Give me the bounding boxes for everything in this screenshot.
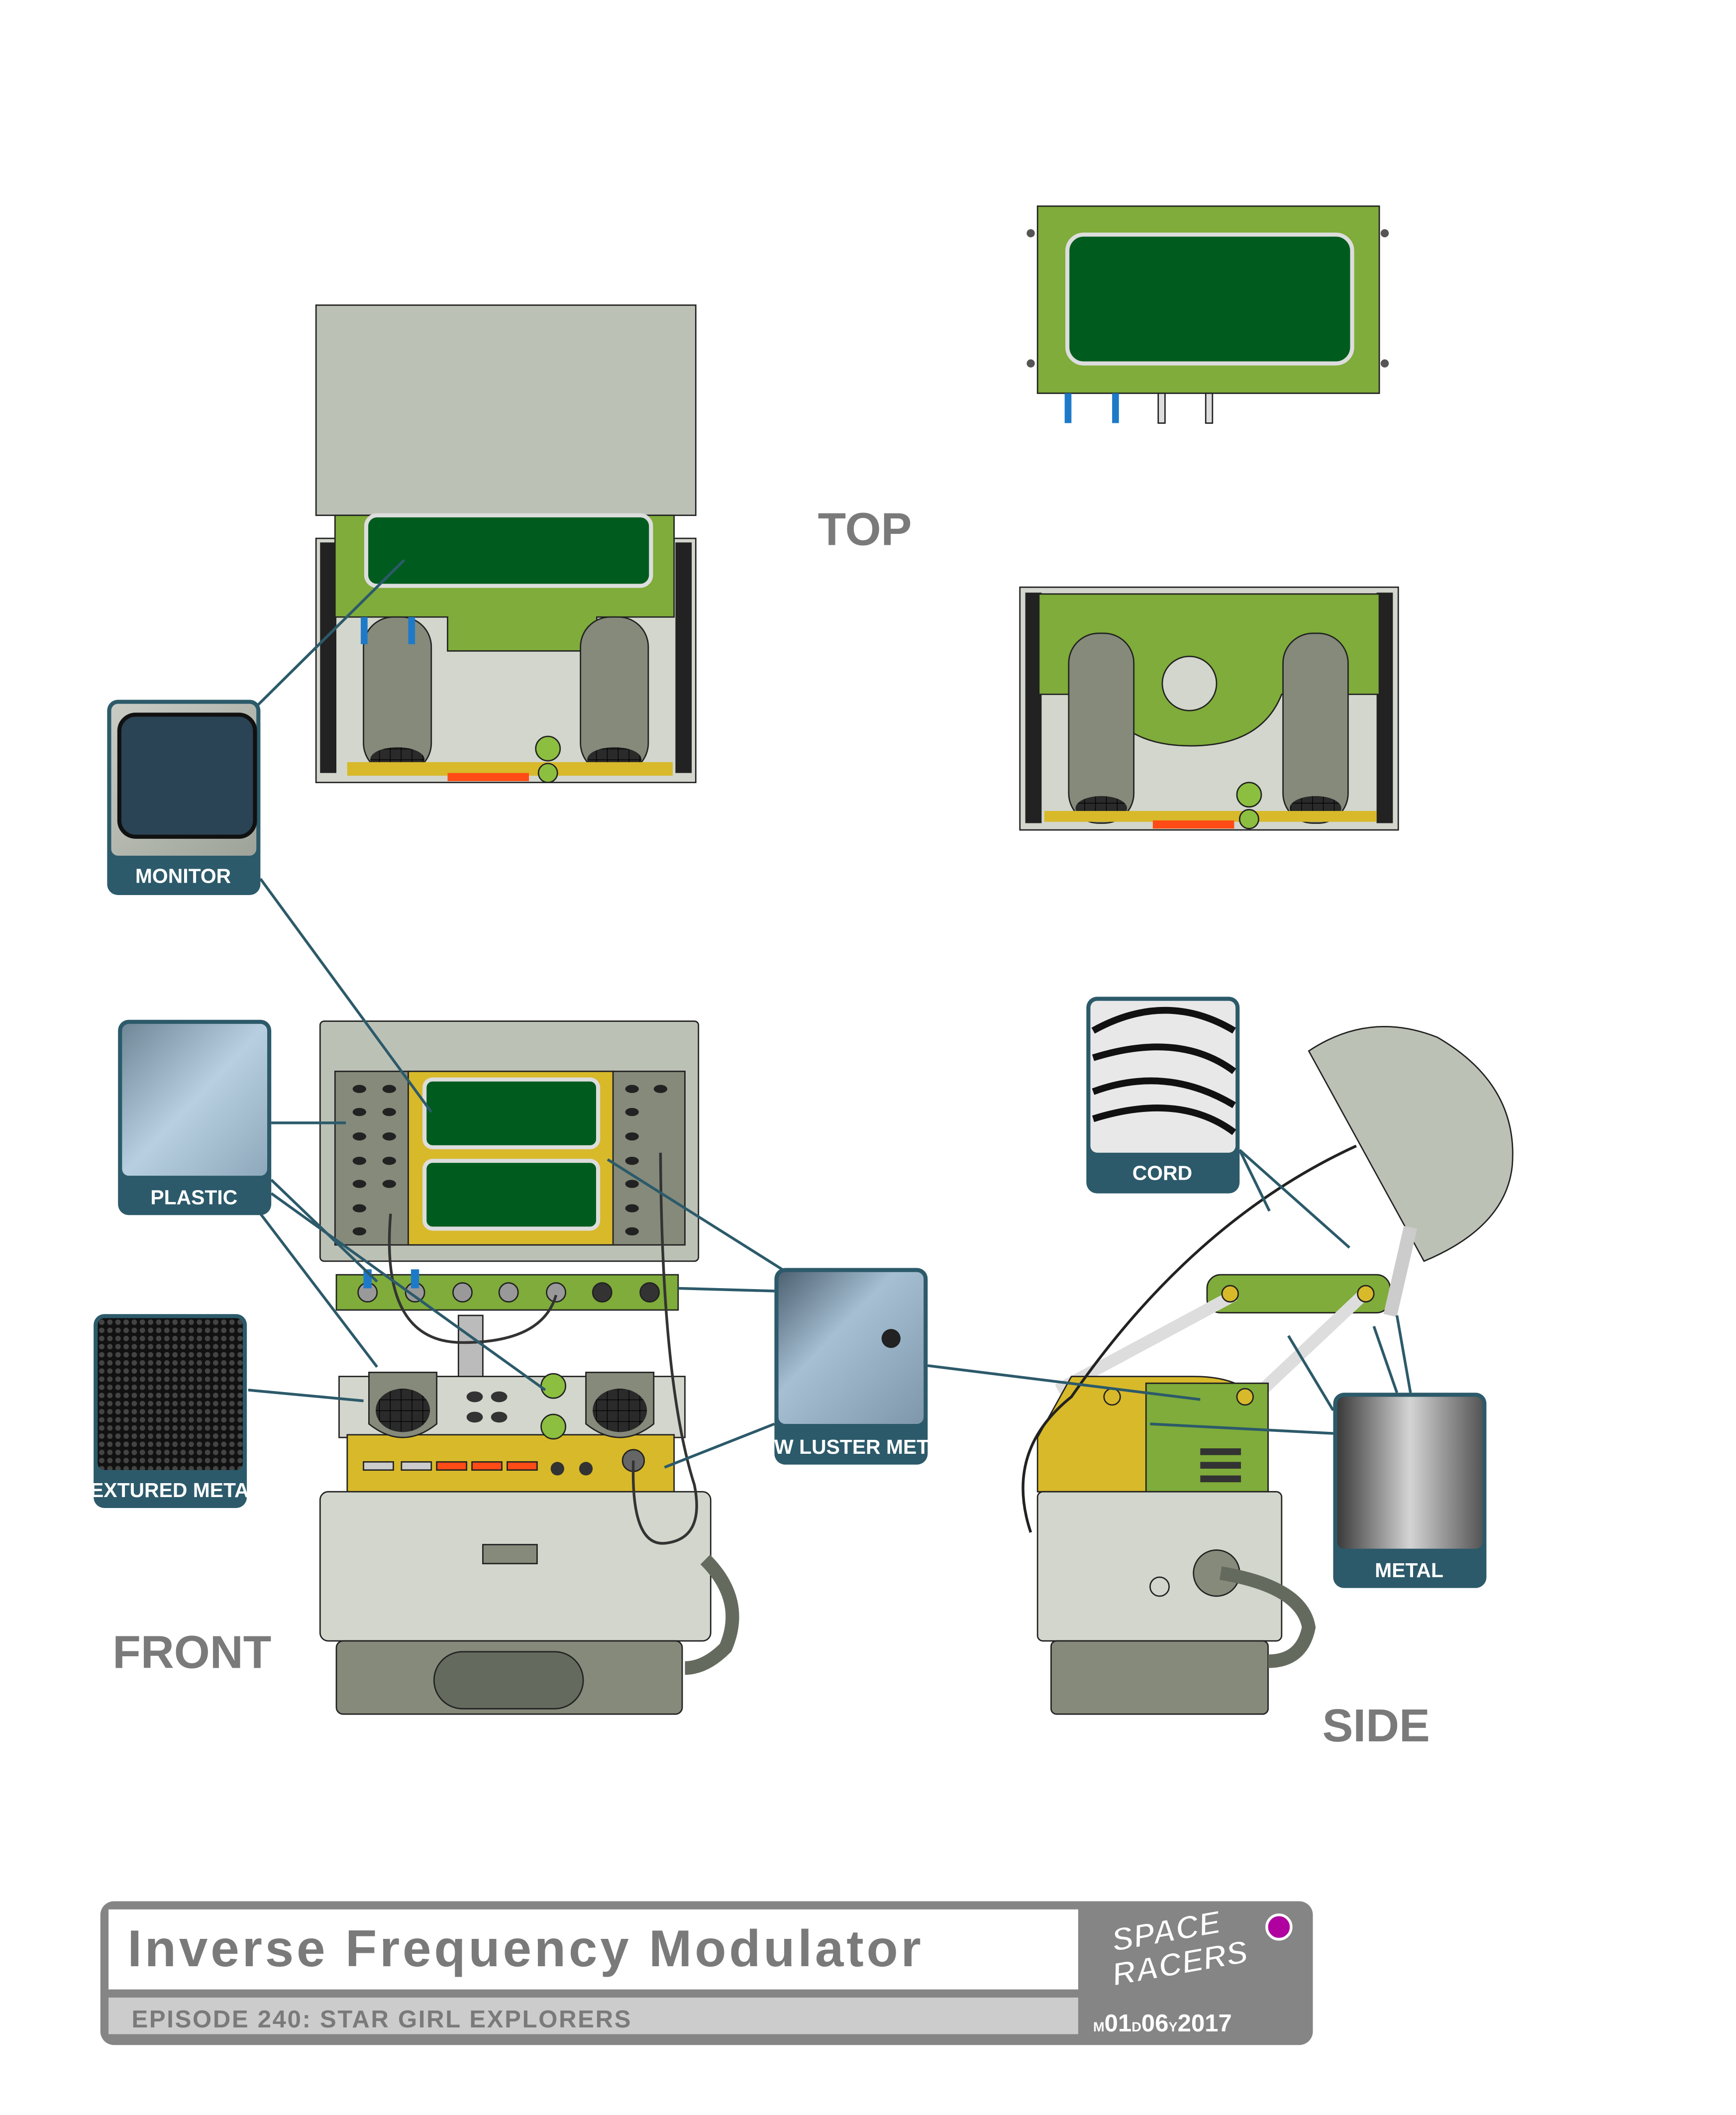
top-view-open <box>315 304 697 784</box>
callout-label: METAL <box>1375 1559 1443 1582</box>
callout-plastic: PLASTIC <box>118 1019 272 1215</box>
callout-textured-metal: TEXTURED METAL <box>78 1314 261 1508</box>
callout-label: TEXTURED METAL <box>78 1479 261 1502</box>
callout-low-luster-metal: LOW LUSTER METAL <box>746 1268 955 1465</box>
episode-text: EPISODE 240: STAR GIRL EXPLORERS <box>131 2006 630 2033</box>
top-view-body <box>1019 586 1399 831</box>
callout-label: LOW LUSTER METAL <box>746 1435 954 1458</box>
callout-monitor: MONITOR <box>107 700 261 895</box>
front-view <box>319 1020 739 1715</box>
title-text: Inverse Frequency Modulator <box>127 1919 921 1977</box>
status-dot <box>1265 1913 1293 1941</box>
callout-label: PLASTIC <box>150 1186 237 1209</box>
view-label-top: TOP <box>818 504 912 555</box>
view-label-side: SIDE <box>1323 1700 1430 1751</box>
callout-metal: METAL <box>1333 1393 1487 1588</box>
date-text: M01D06Y2017 <box>1093 2010 1232 2037</box>
callout-label: MONITOR <box>135 864 231 887</box>
callout-label: CORD <box>1132 1161 1192 1184</box>
leader-lines <box>248 559 1412 1469</box>
view-label-front: FRONT <box>112 1626 271 1678</box>
callout-cord: CORD <box>1086 997 1240 1194</box>
title-block: Inverse Frequency Modulator EPISODE 240:… <box>100 1901 1313 2045</box>
side-view <box>1021 1026 1514 1715</box>
top-view-panel <box>1026 205 1389 424</box>
